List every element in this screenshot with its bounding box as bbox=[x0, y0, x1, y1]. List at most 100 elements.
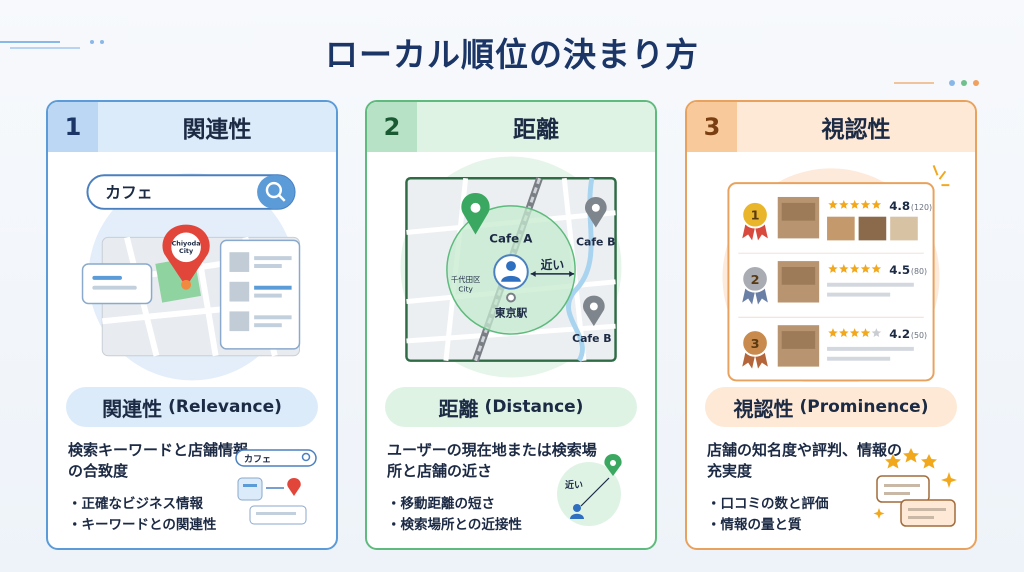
relevance-pill: 関連性 (Relevance) bbox=[66, 387, 318, 427]
star-icon bbox=[860, 199, 871, 209]
distance-illustration: Cafe A Cafe B Cafe B 千代田区 City 近い 東京駅 bbox=[400, 156, 622, 378]
search-text: カフェ bbox=[105, 183, 152, 202]
star-icon bbox=[828, 328, 838, 338]
card-number: 1 bbox=[48, 102, 98, 152]
map-pin-icon bbox=[583, 295, 605, 327]
card-prominence: 3 視認性 1 4.8(120) 2 4.5(80) 3 4.2(50) 視認性 (Pro… bbox=[685, 100, 977, 550]
star-icon bbox=[871, 328, 882, 338]
rank-row: 3 4.2(50) bbox=[738, 316, 927, 369]
star-icon bbox=[828, 264, 838, 273]
card-description: 検索キーワードと店舗情報の合致度 bbox=[68, 441, 249, 480]
medal-icon: 2 bbox=[741, 265, 769, 305]
star-icon bbox=[849, 328, 860, 338]
star-icon bbox=[871, 199, 882, 209]
medal-icon: 3 bbox=[741, 329, 769, 369]
review-count: (120) bbox=[911, 203, 932, 212]
station-label: 東京駅 bbox=[495, 305, 528, 319]
map-pin-icon bbox=[584, 196, 607, 228]
star-icon bbox=[828, 199, 838, 209]
listing-panel bbox=[219, 239, 301, 350]
medal-icon: 1 bbox=[741, 200, 769, 241]
photo bbox=[890, 216, 918, 241]
star-icon bbox=[849, 264, 860, 273]
bullet-item: キーワードとの関連性 bbox=[68, 515, 217, 536]
cafe-b1-label: Cafe B bbox=[576, 235, 615, 248]
pill-ja: 距離 bbox=[438, 396, 479, 421]
card-header: 3 視認性 bbox=[687, 102, 975, 152]
medal-number: 2 bbox=[751, 273, 760, 288]
pin-label-1: Chiyoda bbox=[172, 239, 201, 247]
page-title: ローカル順位の決まり方 bbox=[325, 35, 699, 74]
photo bbox=[858, 216, 887, 241]
bullet-list: 口コミの数と評価 情報の量と質 bbox=[707, 494, 829, 536]
mini-review-illustration bbox=[873, 448, 957, 527]
pill-ja: 関連性 bbox=[102, 396, 163, 421]
sparkle-icon bbox=[932, 165, 950, 187]
bullet-item: 口コミの数と評価 bbox=[707, 494, 829, 515]
card-description: ユーザーの現在地または検索場所と店舗の近さ bbox=[387, 441, 597, 480]
prominence-pill: 視認性 (Prominence) bbox=[705, 387, 957, 427]
rank-row: 2 4.5(80) bbox=[738, 252, 927, 305]
pin-label-2: City bbox=[179, 247, 194, 255]
area-label-1: 千代田区 bbox=[451, 275, 481, 284]
pill-en: (Relevance) bbox=[168, 397, 282, 417]
rating-value: 4.5 bbox=[889, 263, 910, 277]
card-description: 店舗の知名度や評判、情報の充実度 bbox=[707, 441, 903, 480]
pill-en: (Prominence) bbox=[799, 397, 929, 417]
card-header: 2 距離 bbox=[367, 102, 655, 152]
mini-search-text: カフェ bbox=[244, 454, 271, 465]
card-number: 3 bbox=[687, 102, 737, 152]
mini-near-illustration: 近い bbox=[557, 454, 622, 526]
user-icon bbox=[493, 254, 529, 290]
card-title: 距離 bbox=[513, 117, 559, 143]
star-icon bbox=[871, 264, 882, 273]
pill-en: (Distance) bbox=[484, 397, 584, 417]
chat-bubble-icon bbox=[876, 475, 956, 527]
map-pin-icon bbox=[461, 193, 490, 235]
bullet-item: 正確なビジネス情報 bbox=[68, 494, 216, 515]
pill-ja: 視認性 bbox=[733, 396, 794, 421]
map-pin-icon: Chiyoda City bbox=[162, 224, 210, 290]
star-icon bbox=[839, 264, 849, 273]
bullet-item: 移動距離の短さ bbox=[387, 494, 522, 515]
search-icon bbox=[265, 181, 286, 202]
star-icon bbox=[860, 328, 871, 338]
star-icon bbox=[860, 264, 871, 273]
card-distance: 2 距離 Cafe A Cafe B Cafe B bbox=[365, 100, 657, 550]
review-count: (50) bbox=[911, 331, 927, 340]
bullet-list: 正確なビジネス情報 キーワードとの関連性 bbox=[68, 494, 217, 536]
card-header: 1 関連性 bbox=[48, 102, 336, 152]
card-number: 2 bbox=[367, 102, 417, 152]
rating-value: 4.2 bbox=[889, 327, 910, 341]
search-icon bbox=[301, 452, 311, 462]
card-title: 関連性 bbox=[182, 117, 252, 143]
star-icon bbox=[885, 448, 937, 469]
area-label-2: City bbox=[458, 285, 473, 294]
star-icon bbox=[849, 199, 860, 209]
cafe-a-label: Cafe A bbox=[489, 231, 533, 245]
mini-near-label: 近い bbox=[565, 479, 583, 491]
card-relevance: 1 関連性 カフェ Chiyoda City bbox=[46, 100, 338, 550]
review-count: (80) bbox=[911, 267, 927, 276]
decorative-dots bbox=[894, 80, 979, 86]
prominence-illustration: 1 4.8(120) 2 4.5(80) 3 4.2(50) bbox=[722, 165, 950, 382]
medal-number: 1 bbox=[751, 209, 760, 224]
bullet-item: 情報の量と質 bbox=[707, 515, 829, 536]
decorative-lines bbox=[0, 40, 104, 49]
cafe-b2-label: Cafe B bbox=[572, 332, 611, 345]
near-label: 近い bbox=[541, 258, 565, 272]
card-title: 視認性 bbox=[821, 117, 891, 143]
rating-value: 4.8 bbox=[889, 199, 910, 213]
map-pin-icon bbox=[287, 478, 301, 496]
bullet-list: 移動距離の短さ 検索場所との近接性 bbox=[387, 494, 522, 536]
chat-bubble-icon bbox=[81, 263, 153, 305]
medal-number: 3 bbox=[751, 337, 760, 352]
distance-pill: 距離 (Distance) bbox=[385, 387, 637, 427]
relevance-illustration: カフェ Chiyoda City bbox=[81, 173, 301, 381]
photo bbox=[827, 216, 855, 241]
sparkle-icon bbox=[873, 472, 957, 519]
rank-row: 1 4.8(120) bbox=[741, 196, 932, 241]
star-icon bbox=[839, 199, 849, 209]
user-icon bbox=[570, 504, 584, 519]
mini-search-illustration: カフェ bbox=[235, 449, 317, 525]
